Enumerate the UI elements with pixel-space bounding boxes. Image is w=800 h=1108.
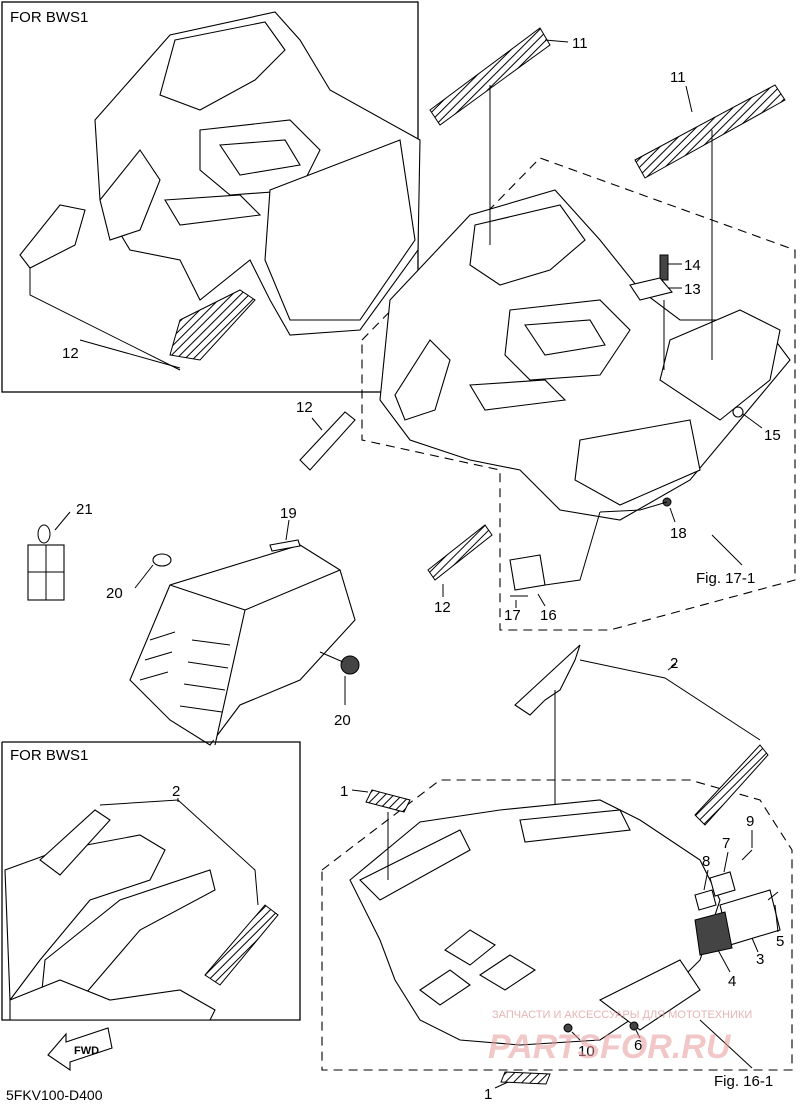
- front-fender-assembly: 2 1 1 9 7 8 5 3 4: [321, 644, 793, 1103]
- callout-14: 14: [684, 257, 701, 274]
- decal-12-mid: [299, 411, 356, 471]
- inset-header-bottom: FOR BWS1: [10, 747, 88, 764]
- callout-11-left: 11: [572, 35, 588, 52]
- decal-2-top: [514, 644, 581, 716]
- nut-10: [563, 1023, 573, 1033]
- callout-11-right: 11: [670, 69, 686, 86]
- decal-2-right: [694, 744, 769, 826]
- decal-11-left: [429, 27, 551, 126]
- callout-20-lower: 20: [334, 712, 351, 729]
- callout-5: 5: [776, 933, 784, 950]
- callout-12-mid: 12: [296, 399, 313, 416]
- tag-21: 21: [27, 501, 93, 601]
- bws1-rear-inset: FOR BWS1 12: [1, 1, 421, 393]
- cap-20-upper: [152, 553, 172, 567]
- callout-1-upper: 1: [340, 783, 348, 800]
- part-code: 5FKV100-D400: [6, 1087, 103, 1103]
- callout-12-inset: 12: [62, 345, 79, 362]
- callout-1-lower: 1: [484, 1086, 492, 1103]
- fig-ref-17-1: Fig. 17-1: [696, 570, 755, 587]
- watermark: ЗАПЧАСТИ И АКСЕССУАРЫ ДЛЯ МОТОТЕХНИКИ PA…: [488, 1009, 752, 1066]
- callout-16: 16: [540, 607, 557, 624]
- callout-20-upper: 20: [106, 585, 123, 602]
- plate-13: [629, 277, 673, 301]
- grille-slots: [139, 631, 231, 713]
- plate-7: [709, 871, 736, 897]
- decal-12-lower: [427, 524, 493, 581]
- fig-ref-16-1: Fig. 16-1: [714, 1073, 773, 1090]
- decal-2-inset: [204, 904, 279, 986]
- fwd-label: FWD: [74, 1045, 99, 1057]
- screw-9: [741, 849, 753, 861]
- front-box-assembly: 19 20 20: [106, 505, 360, 746]
- decal-1-lower: [500, 1071, 551, 1085]
- callout-9: 9: [746, 813, 754, 830]
- watermark-large: PARTSFOR.RU: [488, 1028, 732, 1066]
- fwd-arrow: FWD: [47, 1027, 113, 1072]
- inset-header-top: FOR BWS1: [10, 9, 88, 26]
- callout-2-inset: 2: [172, 783, 180, 800]
- reflector-4: [694, 911, 733, 956]
- bolt-14: [659, 254, 669, 281]
- callout-13: 13: [684, 281, 701, 298]
- callout-4: 4: [728, 973, 736, 990]
- callout-17: 17: [504, 607, 521, 624]
- grommet-15: [732, 406, 744, 418]
- callout-7: 7: [722, 835, 730, 852]
- screw-5: [767, 891, 779, 901]
- callout-8: 8: [702, 853, 710, 870]
- plate-8: [694, 889, 717, 911]
- label-19: [269, 539, 301, 552]
- bws1-front-inset: FOR BWS1 2: [1, 741, 301, 1021]
- decal-12-inset: [169, 289, 256, 361]
- callout-2-top: 2: [670, 655, 678, 672]
- callout-21: 21: [76, 501, 93, 518]
- callout-3: 3: [756, 951, 764, 968]
- callout-10: 10: [578, 1043, 595, 1060]
- decal-11-right: [634, 84, 786, 179]
- callout-15: 15: [764, 427, 781, 444]
- watermark-small: ЗАПЧАСТИ И АКСЕССУАРЫ ДЛЯ МОТОТЕХНИКИ: [492, 1009, 752, 1021]
- decal-1-upper: [365, 789, 411, 813]
- cap-20-lower: [340, 655, 360, 675]
- rear-fender-assembly: 11 11 14 13 15 18 Fig. 17-1 12 12: [296, 27, 796, 631]
- callout-18: 18: [670, 525, 687, 542]
- callout-19: 19: [280, 505, 297, 522]
- screw-6: [629, 1021, 639, 1031]
- callout-12-lower: 12: [434, 599, 451, 616]
- reflector-16: [509, 554, 546, 591]
- callout-6: 6: [634, 1037, 642, 1054]
